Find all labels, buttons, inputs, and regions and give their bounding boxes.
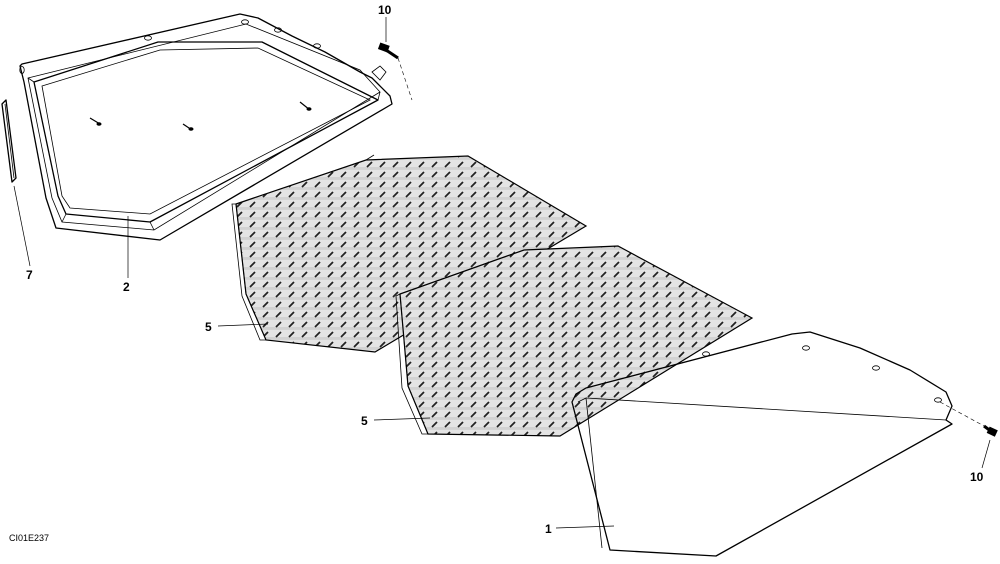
- callout-1: 1: [545, 522, 552, 536]
- leader-7: [13, 185, 31, 267]
- callout-2: 2: [123, 280, 130, 294]
- callout-10-top: 10: [378, 3, 392, 17]
- screw-bottom-icon: [939, 401, 998, 437]
- mat-part-5-lower: [395, 245, 754, 437]
- callout-10-bottom: 10: [970, 470, 984, 484]
- seal-strip-part-7: [1, 99, 17, 183]
- leader-5-lower: [373, 417, 431, 421]
- glass-screw-icon: [299, 101, 312, 111]
- callout-7: 7: [26, 268, 33, 282]
- glass-screw-icon: [89, 117, 102, 126]
- panel-part-1: [571, 331, 953, 557]
- glass-screw-icon: [182, 123, 194, 131]
- leader-5-upper: [217, 323, 269, 327]
- frame-part-2: [19, 13, 393, 241]
- leader-1: [555, 525, 615, 529]
- screw-top-icon: [377, 42, 413, 101]
- callout-5-lower: 5: [361, 414, 368, 428]
- leader-10-bottom: [981, 439, 991, 469]
- figure-id-label: CI01E237: [9, 533, 49, 543]
- callout-5-upper: 5: [205, 320, 212, 334]
